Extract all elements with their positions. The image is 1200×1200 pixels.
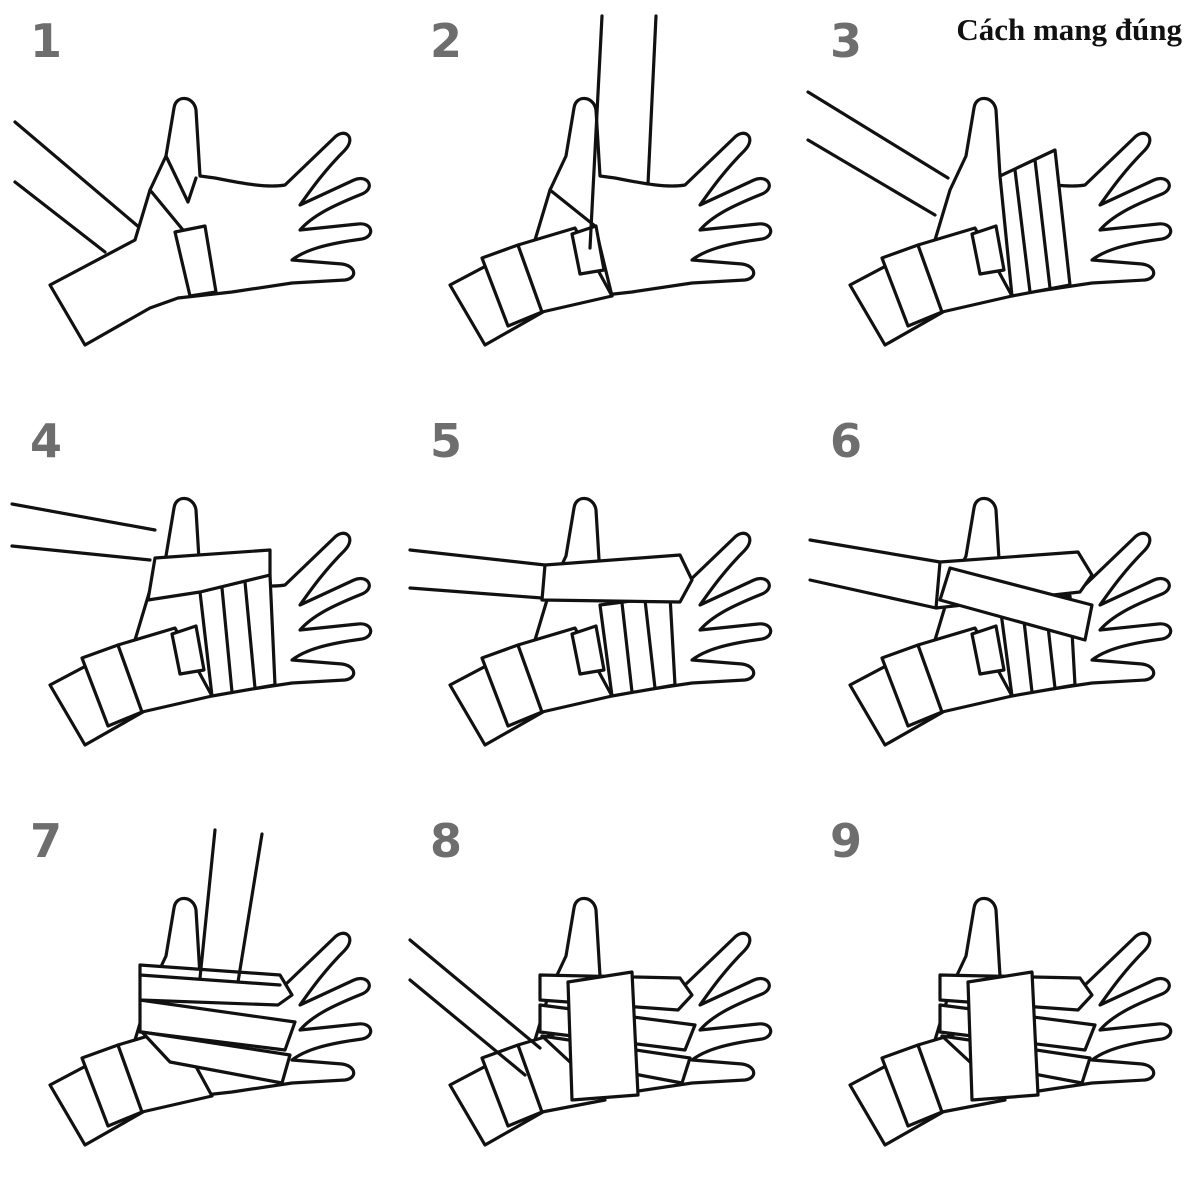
step-5-panel: 5 [400, 400, 800, 800]
hand-wrap-step-2-illustration [448, 14, 773, 347]
step-8-panel: 8 [400, 800, 800, 1200]
step-6-panel: 6 [800, 400, 1200, 800]
step-number: 9 [830, 814, 863, 868]
step-4-panel: 4 [0, 400, 400, 800]
step-number: 3 [830, 14, 863, 68]
hand-wrap-step-5-illustration [408, 496, 773, 747]
hand-wrap-step-1-illustration [13, 96, 373, 347]
step-number: 5 [430, 414, 463, 468]
step-2-panel: 2 [400, 0, 800, 400]
hand-wrap-step-6-illustration [808, 496, 1173, 747]
step-number: 7 [30, 814, 63, 868]
step-9-panel: 9 [800, 800, 1200, 1200]
step-number: 6 [830, 414, 863, 468]
step-1-panel: 1 [0, 0, 400, 400]
step-number: 2 [430, 14, 463, 68]
hand-wrap-step-7-illustration [48, 828, 373, 1147]
step-number: 4 [30, 414, 63, 468]
page-title: Cách mang đúng [956, 12, 1182, 47]
step-number: 1 [30, 14, 63, 68]
hand-wrap-step-9-illustration [848, 896, 1173, 1147]
hand-wrap-step-8-illustration [408, 896, 773, 1147]
hand-wrap-step-3-illustration [806, 90, 1173, 347]
step-7-panel: 7 [0, 800, 400, 1200]
step-number: 8 [430, 814, 463, 868]
hand-wrap-step-4-illustration [10, 496, 373, 747]
step-3-panel: 3 [800, 0, 1200, 400]
